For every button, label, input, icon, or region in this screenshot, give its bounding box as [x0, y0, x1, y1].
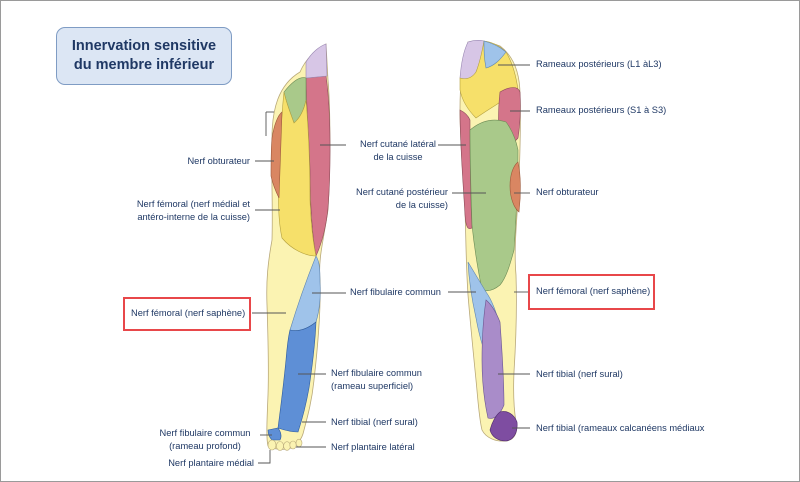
posterior-leg — [459, 40, 521, 442]
title-box: Innervation sensitive du membre inférieu… — [56, 27, 232, 85]
highlight-saphene-right — [528, 274, 655, 310]
label-plantaire-lateral: Nerf plantaire latéral — [331, 442, 415, 452]
anterior-leg — [266, 43, 331, 451]
zone-lilac-top — [305, 43, 328, 79]
zone-blue-buttock — [483, 40, 507, 69]
highlight-saphene-left — [123, 297, 251, 331]
zone-calcaneen — [489, 411, 518, 442]
zone-fibulaire-profond — [267, 427, 282, 441]
label-cutane-post-1: Nerf cutané postérieur — [356, 187, 448, 197]
label-femoral-left-1: Nerf fémoral (nerf médial et — [136, 199, 250, 209]
leader-plantaire-medial — [258, 450, 271, 464]
label-cutane-lateral-2: de la cuisse — [373, 152, 423, 162]
label-fib-sup-2: (rameau superficiel) — [331, 381, 414, 391]
label-femoral-left-2: antéro-interne de la cuisse) — [137, 212, 250, 222]
zone-obturateur — [270, 111, 283, 199]
zone-cutane-posterieur — [469, 119, 519, 292]
label-fib-profond-1: Nerf fibulaire commun — [159, 428, 251, 438]
label-cutane-lateral-1: Nerf cutané latéral — [360, 139, 436, 149]
label-tibial-calc: Nerf tibial (rameaux calcanéens médiaux — [536, 423, 705, 433]
label-obturateur-right: Nerf obturateur — [536, 187, 599, 197]
label-fib-sup-1: Nerf fibulaire commun — [331, 368, 422, 378]
label-rameaux-L: Rameaux postérieurs (L1 àL3) — [536, 59, 662, 69]
label-tibial-sural-center: Nerf tibial (nerf sural) — [331, 417, 418, 427]
label-fib-profond-2: (rameau profond) — [169, 441, 241, 451]
label-fib-commun-center: Nerf fibulaire commun — [350, 287, 441, 297]
zone-fibulaire-superficiel — [277, 321, 317, 433]
title-line-2: du membre inférieur — [73, 57, 215, 73]
label-cutane-post-2: de la cuisse) — [395, 200, 448, 210]
label-rameaux-S: Rameaux postérieurs (S1 à S3) — [536, 105, 667, 115]
zone-cutane-lateral-post — [459, 109, 473, 229]
label-obturateur-left: Nerf obturateur — [187, 156, 250, 166]
label-saphene-right: Nerf fémoral (nerf saphène) — [536, 286, 651, 296]
title-line-1: Innervation sensitive — [71, 38, 217, 54]
label-saphene-left: Nerf fémoral (nerf saphène) — [131, 308, 246, 318]
label-plantaire-medial: Nerf plantaire médial — [168, 458, 254, 468]
anterior-toes — [267, 438, 303, 451]
zone-obturateur-post — [509, 161, 521, 213]
label-tibial-sural-right: Nerf tibial (nerf sural) — [536, 369, 623, 379]
leader-lines — [252, 64, 530, 464]
